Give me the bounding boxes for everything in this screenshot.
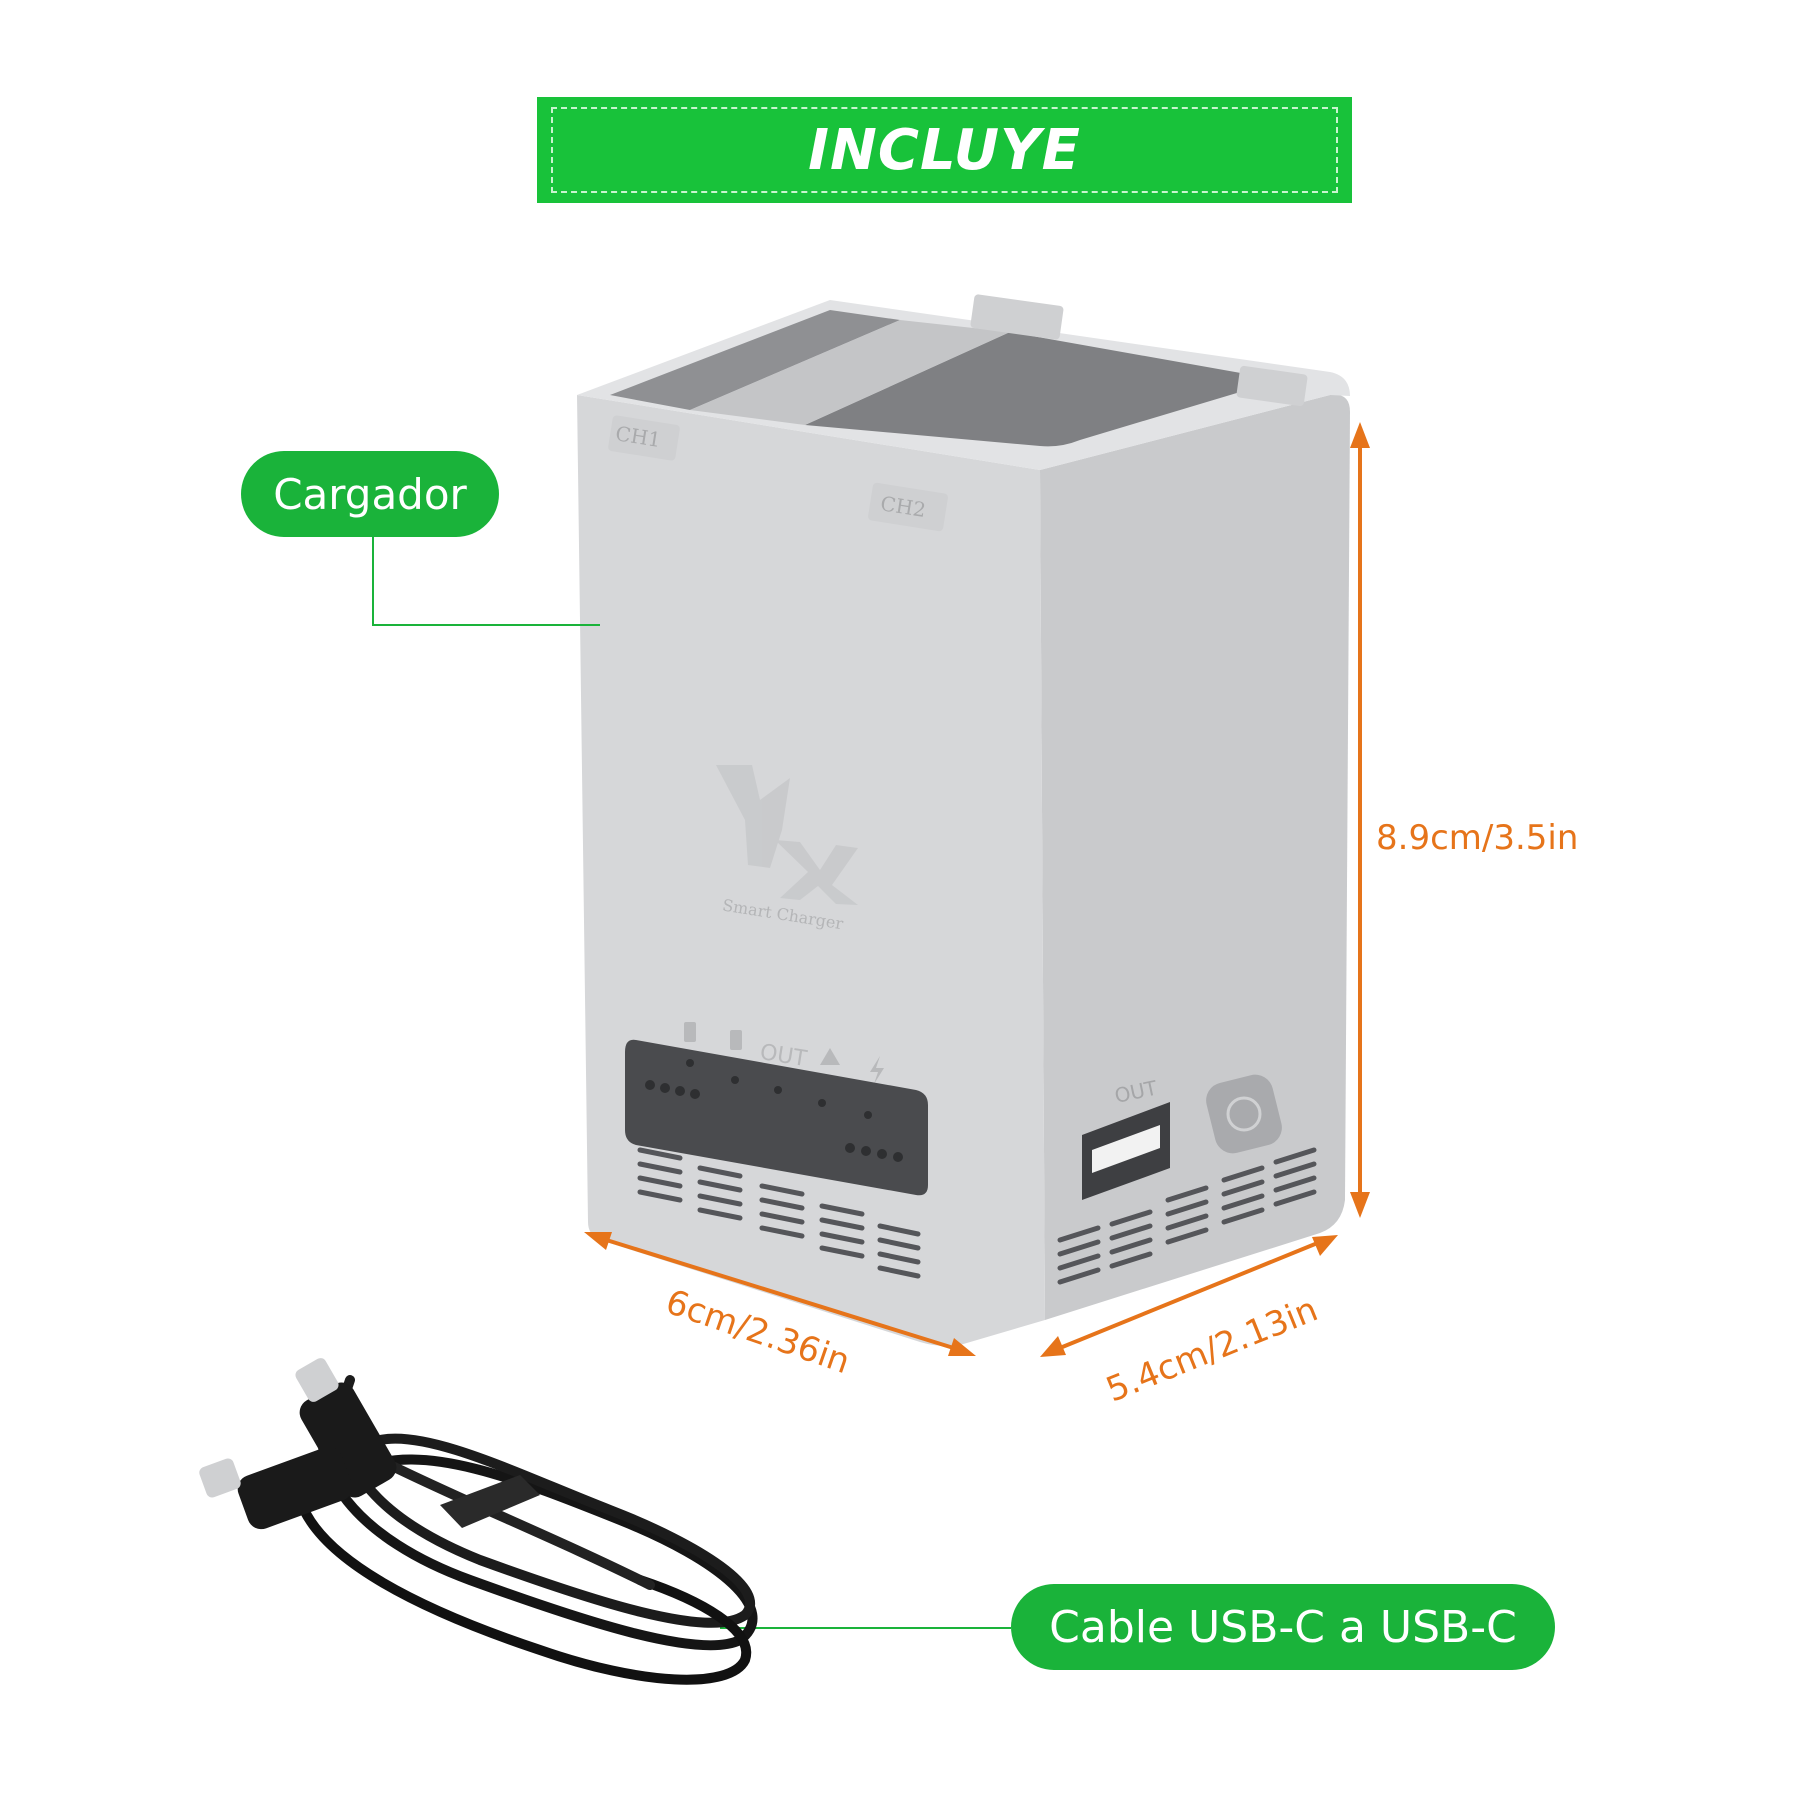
- front-vents: [637, 1147, 921, 1279]
- tab-back-right: [1236, 365, 1308, 407]
- usb-c-plug-left: [237, 1446, 353, 1530]
- cable-callout-label: Cable USB-C a USB-C: [1011, 1584, 1555, 1670]
- tab-ch1: [608, 415, 680, 461]
- compartment-ch2: [805, 332, 1280, 447]
- tab-ch2: [868, 482, 948, 532]
- charger-image: CH1 CH2 Smart Charger OUT: [577, 294, 1350, 1346]
- charger-callout-label: Cargador: [241, 451, 499, 537]
- side-vents: [1057, 1147, 1317, 1285]
- includes-banner: INCLUYE: [537, 97, 1352, 203]
- cable-strap: [440, 1475, 540, 1528]
- brand-logo: [716, 765, 858, 905]
- dimension-arrows: [584, 422, 1370, 1357]
- compartment-ch1: [610, 310, 900, 410]
- tab-back-left: [970, 294, 1064, 340]
- led-panel: [625, 1039, 928, 1196]
- usb-c-plug-top: [299, 1382, 397, 1498]
- status-icons: [684, 1022, 884, 1084]
- banner-title: INCLUYE: [808, 117, 1081, 183]
- width-arrow: [599, 1236, 961, 1352]
- height-dimension-label: 8.9cm/3.5in: [1376, 818, 1579, 858]
- charger-leader-line: [372, 537, 600, 626]
- led-dots: [645, 1059, 903, 1162]
- power-button: [1206, 1074, 1282, 1154]
- callout-lines: [372, 537, 1011, 1629]
- compartment-divider: [690, 320, 1010, 425]
- usb-c-cable-image: [199, 1358, 758, 1685]
- depth-arrow: [1054, 1240, 1321, 1352]
